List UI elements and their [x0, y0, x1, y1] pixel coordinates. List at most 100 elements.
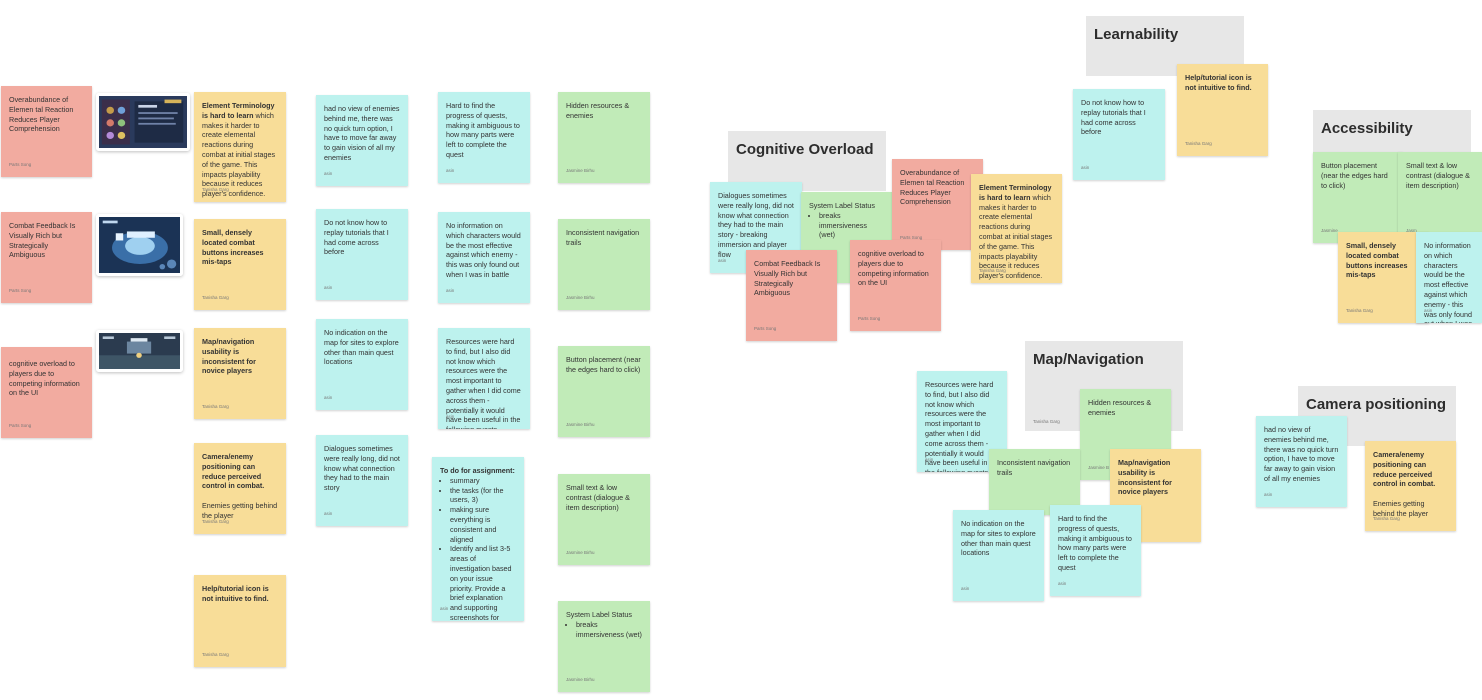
note-author: asin [446, 166, 454, 176]
sticky-note[interactable]: Hidden resources & enemies Jasmine Birhu [558, 92, 650, 183]
note-author: Tanisha Garg [202, 185, 229, 195]
sticky-note[interactable]: had no view of enemies behind me, there … [316, 95, 408, 186]
cluster-title: Accessibility [1321, 120, 1463, 137]
note-author: Jasmine Birhu [566, 293, 595, 303]
sticky-note[interactable]: Overabundance of Elemen tal Reaction Red… [892, 159, 983, 250]
sticky-note[interactable]: No indication on the map for sites to ex… [953, 510, 1044, 601]
sticky-note[interactable]: Help/tutorial icon is not intuitive to f… [194, 575, 286, 667]
note-author: Parts Song [9, 286, 31, 296]
sticky-note[interactable]: Camera/enemy positioning can reduce perc… [1365, 441, 1456, 531]
note-text: Combat Feedback Is Visually Rich but Str… [9, 221, 84, 260]
note-text-bold: Camera/enemy positioning can reduce perc… [202, 452, 264, 490]
sticky-note[interactable]: No information on which characters would… [1416, 232, 1482, 323]
sticky-note[interactable]: cognitive overload to players due to com… [1, 347, 92, 438]
note-text: Button placement (near the edges hard to… [566, 355, 642, 375]
note-bullet: breaks immersiveness (wet) [576, 620, 642, 640]
note-text: Camera/enemy positioning can reduce perc… [1373, 450, 1448, 519]
note-author: asin [324, 169, 332, 179]
game-combat-screenshot[interactable] [96, 214, 183, 276]
sticky-note[interactable]: Combat Feedback Is Visually Rich but Str… [1, 212, 92, 303]
note-author: Tanisha Garg [202, 293, 229, 303]
sticky-note[interactable]: Hard to find the progress of quests, mak… [1050, 505, 1141, 596]
note-text: had no view of enemies behind me, there … [324, 104, 400, 163]
game-map-screenshot[interactable] [96, 330, 183, 372]
note-text: Button placement (near the edges hard to… [1321, 161, 1395, 190]
note-author: Tanisha Garg [1185, 139, 1212, 149]
sticky-note[interactable]: Small text & low contrast (dialogue & it… [1398, 152, 1482, 243]
sticky-note[interactable]: No information on which characters would… [438, 212, 530, 303]
note-text: Small text & low contrast (dialogue & it… [566, 483, 642, 512]
note-text: No indication on the map for sites to ex… [324, 328, 400, 367]
sticky-note[interactable]: Dialogues sometimes were really long, di… [316, 435, 408, 526]
note-text: Hard to find the progress of quests, mak… [446, 101, 522, 160]
sticky-note[interactable]: Resources were hard to find, but I also … [438, 328, 530, 429]
cluster-author: Tanisha Garg [1033, 419, 1060, 424]
sticky-note[interactable]: Small text & low contrast (dialogue & it… [558, 474, 650, 565]
note-author: Tanisha Garg [202, 402, 229, 412]
todo-list: summary the tasks (for the users, 3) mak… [440, 476, 516, 621]
note-bullets: breaks immersiveness (wet) [809, 211, 884, 240]
note-text-bold: Camera/enemy positioning can reduce perc… [1373, 450, 1435, 488]
note-author: asin [961, 584, 969, 594]
note-author: asin [1058, 579, 1066, 589]
note-bullet: breaks immersiveness (wet) [819, 211, 884, 240]
sticky-note[interactable]: had no view of enemies behind me, there … [1256, 416, 1347, 507]
note-author: Jasmine Birhu [566, 548, 595, 558]
note-text: Resources were hard to find, but I also … [446, 337, 522, 429]
note-author: Tanisha Garg [202, 650, 229, 660]
note-text: cognitive overload to players due to com… [858, 249, 933, 288]
note-author: Jasmine B [1088, 463, 1109, 473]
note-text: System Label Status [809, 201, 884, 211]
note-text: Resources were hard to find, but I also … [925, 380, 999, 472]
game-inventory-screenshot[interactable] [96, 93, 190, 151]
note-text: No information on which characters would… [446, 221, 522, 280]
note-text: Inconsistent navigation trails [566, 228, 642, 248]
todo-title: To do for assignment: [440, 466, 516, 476]
sticky-note[interactable]: Element Terminology is hard to learn whi… [194, 92, 286, 202]
sticky-note[interactable]: Element Terminology is hard to learn whi… [971, 174, 1062, 283]
note-text: Help/tutorial icon is not intuitive to f… [202, 584, 278, 604]
note-text: Inconsistent navigation trails [997, 458, 1072, 478]
note-author: Tanisha Garg [1346, 306, 1373, 316]
note-text: Hard to find the progress of quests, mak… [1058, 514, 1133, 573]
sticky-note[interactable]: No indication on the map for sites to ex… [316, 319, 408, 410]
note-text: Small text & low contrast (dialogue & it… [1406, 161, 1474, 190]
note-author: Parts Song [9, 421, 31, 431]
note-text: System Label Status [566, 610, 642, 620]
note-author: asin [446, 412, 454, 422]
sticky-note[interactable]: Inconsistent navigation trails Jasmine B… [558, 219, 650, 310]
todo-sticky-note[interactable]: To do for assignment: summary the tasks … [432, 457, 524, 621]
sticky-note[interactable]: Do not know how to replay tutorials that… [316, 209, 408, 300]
sticky-note[interactable]: Button placement (near the edges hard to… [1313, 152, 1403, 243]
note-author: asin [1081, 163, 1089, 173]
sticky-note[interactable]: Do not know how to replay tutorials that… [1073, 89, 1165, 180]
screenshot-image [99, 217, 180, 273]
todo-item: making sure everything is consistent and… [450, 505, 516, 544]
note-text: Do not know how to replay tutorials that… [324, 218, 400, 257]
note-author: asin [324, 509, 332, 519]
sticky-note[interactable]: Hard to find the progress of quests, mak… [438, 92, 530, 183]
note-text: Overabundance of Elemen tal Reaction Red… [9, 95, 84, 134]
note-text: Map/navigation usability is inconsistent… [202, 337, 278, 376]
cluster-title: Learnability [1094, 26, 1236, 43]
sticky-note[interactable]: System Label Status breaks immersiveness… [558, 601, 650, 692]
sticky-note[interactable]: Help/tutorial icon is not intuitive to f… [1177, 64, 1268, 156]
sticky-note[interactable]: Overabundance of Elemen tal Reaction Red… [1, 86, 92, 177]
sticky-note[interactable]: Combat Feedback Is Visually Rich but Str… [746, 250, 837, 341]
note-text-bold: Small, densely located combat buttons in… [1346, 241, 1408, 279]
sticky-note[interactable]: Button placement (near the edges hard to… [558, 346, 650, 437]
note-text: Hidden resources & enemies [1088, 398, 1163, 418]
todo-item: Identify and list 3-5 areas of investiga… [450, 544, 516, 621]
sticky-note[interactable]: Map/navigation usability is inconsistent… [194, 328, 286, 419]
note-text: Combat Feedback Is Visually Rich but Str… [754, 259, 829, 298]
screenshot-image [99, 333, 180, 369]
note-author: Tanisha Garg [202, 517, 229, 527]
note-author: asin [446, 286, 454, 296]
sticky-note[interactable]: Camera/enemy positioning can reduce perc… [194, 443, 286, 534]
note-author: Parts Song [9, 160, 31, 170]
note-author: asin [1264, 490, 1272, 500]
sticky-note[interactable]: Small, densely located combat buttons in… [194, 219, 286, 310]
todo-item: summary [450, 476, 516, 486]
sticky-note[interactable]: cognitive overload to players due to com… [850, 240, 941, 331]
